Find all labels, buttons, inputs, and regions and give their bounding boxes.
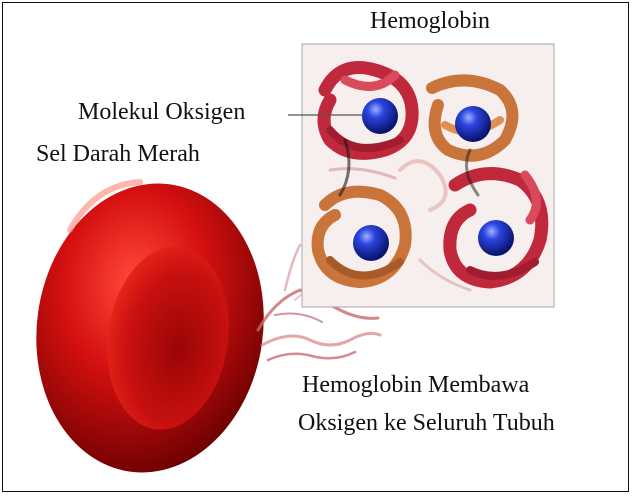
label-hemoglobin: Hemoglobin — [370, 9, 490, 33]
label-red-blood-cell: Sel Darah Merah — [36, 142, 200, 166]
caption-line-2: Oksigen ke Seluruh Tubuh — [298, 411, 555, 435]
red-blood-cell — [18, 169, 282, 488]
caption-line-1: Hemoglobin Membawa — [302, 373, 529, 397]
label-oxygen-molecule: Molekul Oksigen — [78, 100, 245, 124]
hemoglobin-molecule — [302, 44, 554, 307]
